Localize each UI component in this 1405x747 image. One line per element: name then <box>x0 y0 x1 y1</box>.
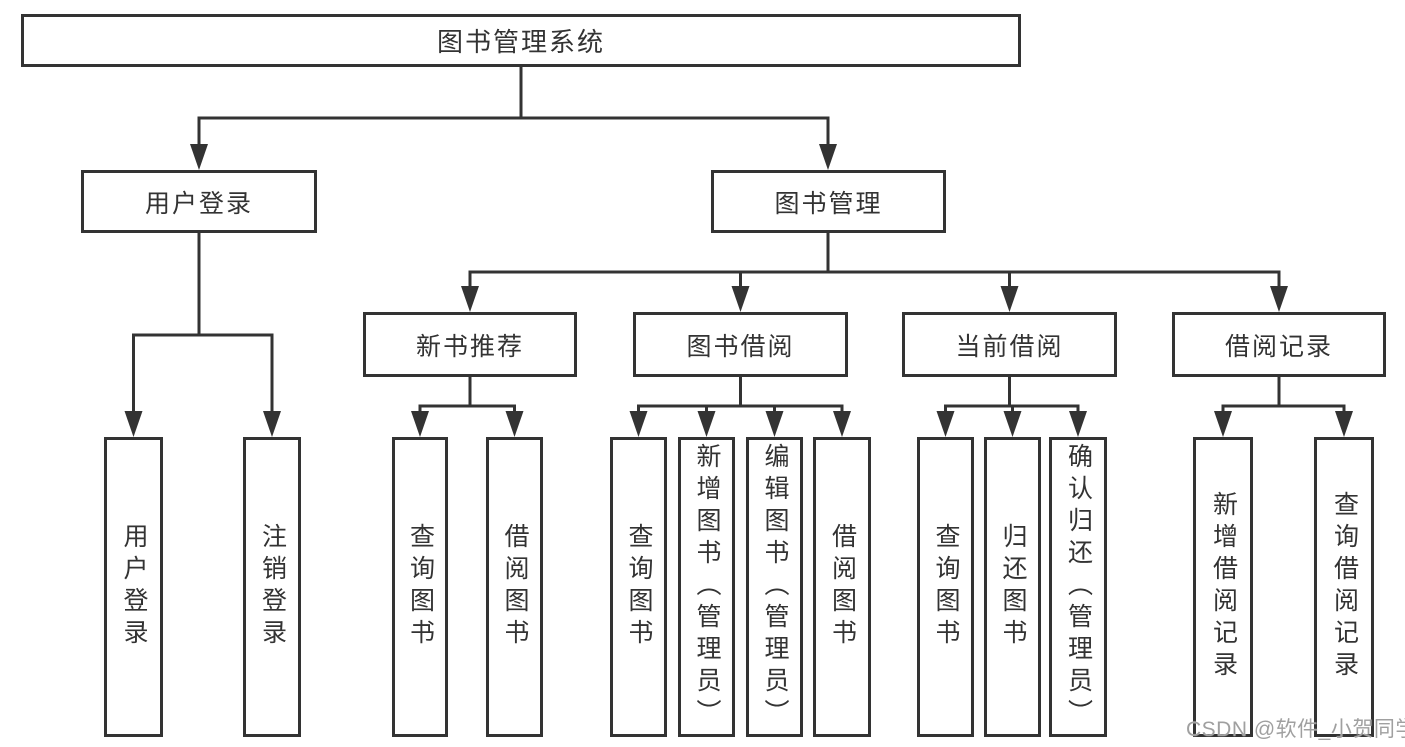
node-book-borrow: 图书借阅 <box>633 312 848 377</box>
arrowhead-icon <box>629 411 648 437</box>
arrowhead-icon <box>461 286 479 312</box>
leaf-logout: 注销登录 <box>243 437 301 737</box>
node-borrow-records-label: 借阅记录 <box>1224 332 1333 361</box>
node-current-borrow: 当前借阅 <box>902 312 1117 377</box>
leaf-confirm-return: 确认归还（管理员） <box>1049 437 1107 737</box>
node-user-login: 用户登录 <box>81 170 317 233</box>
arrowhead-icon <box>124 411 143 437</box>
arrowhead-icon <box>411 411 429 437</box>
arrowhead-icon <box>1069 411 1087 437</box>
arrowhead-icon <box>1214 411 1232 437</box>
leaf-query-record: 查询借阅记录 <box>1314 437 1374 737</box>
leaf-borrow-book-rec-label: 借阅图书 <box>501 523 529 651</box>
arrowhead-icon <box>1003 411 1022 437</box>
arrowhead-icon <box>765 411 784 437</box>
leaf-edit-book-label: 编辑图书（管理员） <box>761 443 789 731</box>
arrowhead-icon <box>731 286 750 312</box>
arrowhead-icon <box>819 144 837 170</box>
node-new-book-rec: 新书推荐 <box>363 312 577 377</box>
leaf-query-book-borrow-label: 查询图书 <box>625 523 653 651</box>
leaf-borrow-book-borrow-label: 借阅图书 <box>828 523 857 651</box>
arrowhead-icon <box>505 411 524 437</box>
leaf-add-book-label: 新增图书（管理员） <box>693 443 721 731</box>
leaf-borrow-book-rec: 借阅图书 <box>486 437 543 737</box>
arrowhead-icon <box>1000 286 1019 312</box>
arrowhead-icon <box>697 411 716 437</box>
leaf-borrow-book-borrow: 借阅图书 <box>813 437 871 737</box>
node-book-borrow-label: 图书借阅 <box>686 332 795 361</box>
leaf-return-book-label: 归还图书 <box>999 523 1027 651</box>
arrowhead-icon <box>1270 286 1288 312</box>
node-user-login-label: 用户登录 <box>144 189 253 218</box>
leaf-add-record-label: 新增借阅记录 <box>1209 491 1238 683</box>
node-book-mgmt-label: 图书管理 <box>774 189 883 218</box>
leaf-add-book: 新增图书（管理员） <box>678 437 735 737</box>
leaf-query-book-rec-label: 查询图书 <box>406 523 435 651</box>
leaf-user-login: 用户登录 <box>104 437 163 737</box>
leaf-edit-book: 编辑图书（管理员） <box>746 437 803 737</box>
leaf-query-book-current: 查询图书 <box>917 437 974 737</box>
leaf-query-book-rec: 查询图书 <box>392 437 448 737</box>
leaf-query-book-borrow: 查询图书 <box>610 437 667 737</box>
arrowhead-icon <box>190 144 208 170</box>
arrowhead-icon <box>936 411 955 437</box>
arrowhead-icon <box>833 411 851 437</box>
leaf-user-login-label: 用户登录 <box>120 523 148 651</box>
node-book-mgmt: 图书管理 <box>711 170 946 233</box>
arrowhead-icon <box>1335 411 1353 437</box>
leaf-return-book: 归还图书 <box>984 437 1041 737</box>
csdn-watermark: CSDN @软件_小贺同学 <box>1186 718 1405 741</box>
leaf-query-record-label: 查询借阅记录 <box>1330 491 1359 683</box>
leaf-confirm-return-label: 确认归还（管理员） <box>1064 443 1093 731</box>
node-current-borrow-label: 当前借阅 <box>955 332 1064 361</box>
node-new-book-rec-label: 新书推荐 <box>415 332 524 361</box>
node-root: 图书管理系统 <box>21 14 1021 67</box>
arrowhead-icon <box>263 411 281 437</box>
node-borrow-records: 借阅记录 <box>1172 312 1386 377</box>
leaf-add-record: 新增借阅记录 <box>1193 437 1253 737</box>
leaf-query-book-current-label: 查询图书 <box>932 523 960 651</box>
leaf-logout-label: 注销登录 <box>258 523 287 651</box>
node-root-label: 图书管理系统 <box>436 27 605 57</box>
